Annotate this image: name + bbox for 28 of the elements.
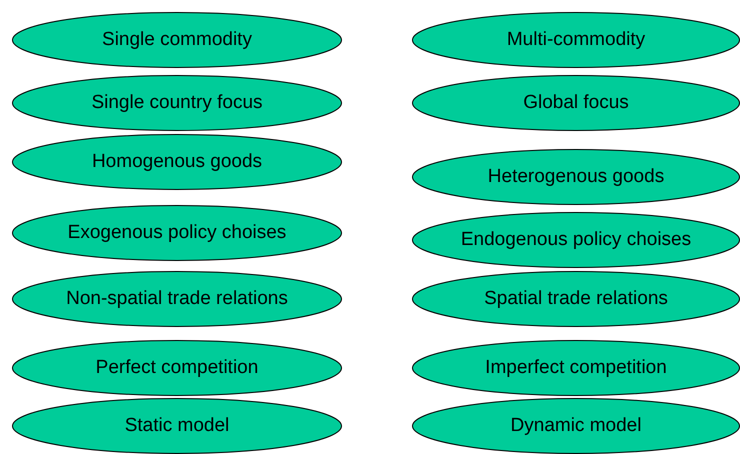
oval-node: [412, 149, 740, 205]
oval-node: [12, 398, 342, 454]
node-label: Endogenous policy choises: [460, 229, 692, 251]
node-label: Dynamic model: [510, 415, 642, 437]
oval-node: [12, 271, 342, 327]
oval-node: [12, 134, 342, 190]
node-label: Homogenous goods: [92, 151, 262, 173]
oval-node: [12, 340, 342, 396]
oval-node: [412, 398, 740, 454]
node-label: Spatial trade relations: [484, 288, 668, 310]
node-label: Non-spatial trade relations: [66, 288, 288, 310]
node-label: Heterogenous goods: [488, 166, 664, 188]
oval-node: [412, 75, 740, 131]
oval-node: [412, 12, 740, 68]
node-label: Static model: [124, 415, 230, 437]
oval-node: [12, 12, 342, 68]
node-label: Exogenous policy choises: [68, 222, 286, 244]
node-label: Single commodity: [102, 29, 252, 51]
node-label: Perfect competition: [96, 357, 258, 379]
oval-node: [12, 75, 342, 131]
oval-node: [412, 212, 740, 268]
node-label: Global focus: [523, 92, 629, 114]
oval-node: [12, 205, 342, 261]
node-label: Single country focus: [91, 92, 263, 114]
node-label: Multi-commodity: [506, 29, 646, 51]
node-label: Imperfect competition: [485, 357, 667, 379]
oval-node: [412, 340, 740, 396]
oval-node: [412, 271, 740, 327]
